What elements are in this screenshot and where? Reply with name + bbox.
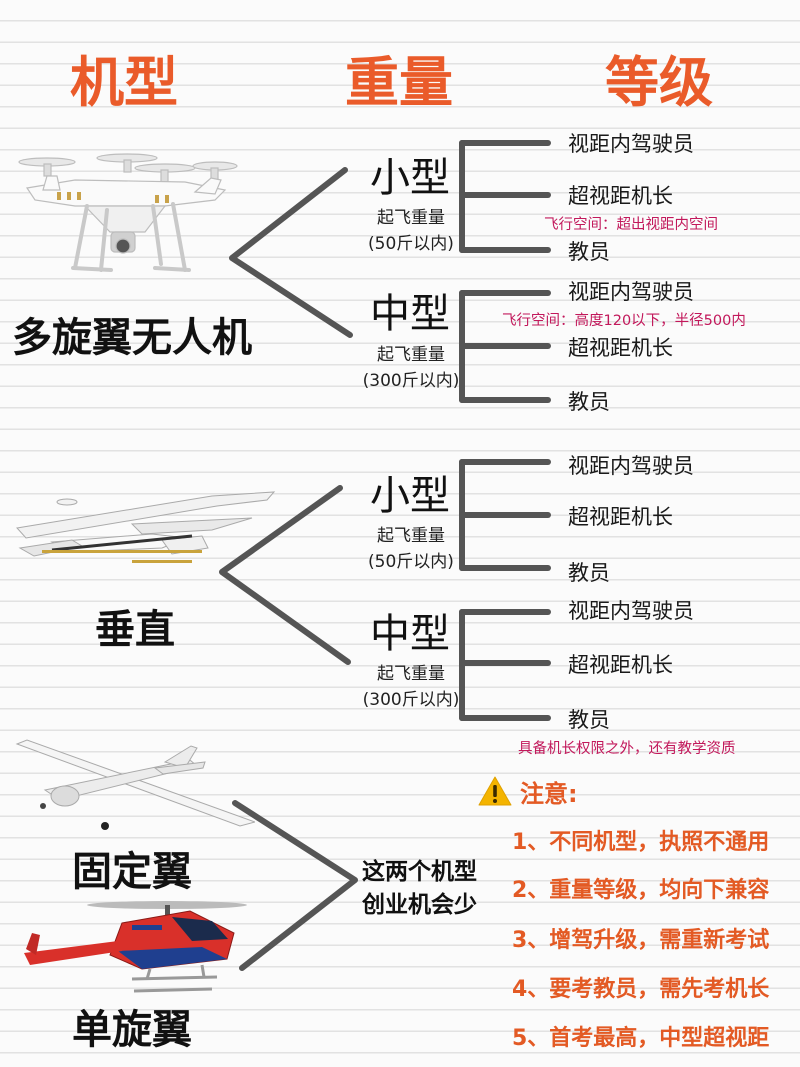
weight-label: 起飞重量 — [377, 526, 445, 546]
rule-item-2: 2、重量等级，均向下兼容 — [512, 878, 770, 903]
attention-title: 注意: — [520, 780, 578, 808]
level-bvlos-captain: 超视距机长 — [568, 505, 673, 529]
level-instructor: 教员 — [568, 561, 610, 585]
weight-desc-medium-2: 起飞重量 (300斤以内) — [346, 661, 476, 714]
weight-label: 起飞重量 — [377, 345, 445, 365]
size-small-2: 小型 — [370, 473, 450, 519]
fixed-wing-drone-image — [15, 739, 255, 830]
header-grade: 等级 — [605, 51, 713, 114]
note-instructor-qualification: 具备机长权限之外，还有教学资质 — [518, 741, 736, 757]
level-bvlos-captain: 超视距机长 — [568, 653, 673, 677]
category-vtol: 垂直 — [95, 607, 175, 653]
multirotor-drone-image — [18, 153, 238, 272]
size-small-1: 小型 — [370, 155, 450, 201]
weight-limit: (50斤以内) — [368, 552, 454, 573]
vtol-drone-image — [16, 491, 276, 563]
rule-item-4: 4、要考教员，需先考机长 — [512, 977, 770, 1002]
weight-desc-small-2: 起飞重量 (50斤以内) — [346, 523, 476, 576]
level-instructor: 教员 — [568, 708, 610, 732]
level-bvlos-captain: 超视距机长 — [568, 184, 673, 208]
startup-note-line-1: 这两个机型 — [362, 859, 477, 885]
weight-limit: (50斤以内) — [368, 234, 454, 255]
size-medium-1: 中型 — [370, 291, 450, 337]
level-vlos-pilot: 视距内驾驶员 — [568, 280, 694, 304]
level-vlos-pilot: 视距内驾驶员 — [568, 132, 694, 156]
level-vlos-pilot: 视距内驾驶员 — [568, 454, 694, 478]
level-vlos-pilot: 视距内驾驶员 — [568, 599, 694, 623]
header-weight: 重量 — [345, 51, 453, 114]
weight-desc-small-1: 起飞重量 (50斤以内) — [346, 205, 476, 258]
size-medium-2: 中型 — [370, 611, 450, 657]
weight-label: 起飞重量 — [377, 664, 445, 684]
warning-icon — [478, 776, 512, 806]
header-model: 机型 — [70, 51, 178, 114]
level-instructor: 教员 — [568, 390, 610, 414]
startup-note: 这两个机型 创业机会少 — [362, 856, 477, 923]
weight-limit: (300斤以内) — [362, 690, 460, 711]
weight-limit: (300斤以内) — [362, 371, 460, 392]
rule-item-5: 5、首考最高，中型超视距 — [512, 1026, 770, 1051]
note-vlos-space: 飞行空间：高度120以下，半径500内 — [502, 313, 746, 329]
category-multirotor: 多旋翼无人机 — [12, 315, 252, 361]
weight-desc-medium-1: 起飞重量 (300斤以内) — [346, 342, 476, 395]
rule-item-3: 3、增驾升级，需重新考试 — [512, 928, 770, 953]
rule-item-1: 1、不同机型，执照不通用 — [512, 830, 770, 855]
category-single-rotor: 单旋翼 — [72, 1007, 192, 1053]
weight-label: 起飞重量 — [377, 208, 445, 228]
category-fixed-wing: 固定翼 — [72, 849, 192, 895]
level-bvlos-captain: 超视距机长 — [568, 336, 673, 360]
level-instructor: 教员 — [568, 240, 610, 264]
note-bvlos-space: 飞行空间：超出视距内空间 — [544, 217, 718, 233]
helicopter-image — [24, 901, 247, 993]
startup-note-line-2: 创业机会少 — [362, 892, 477, 919]
